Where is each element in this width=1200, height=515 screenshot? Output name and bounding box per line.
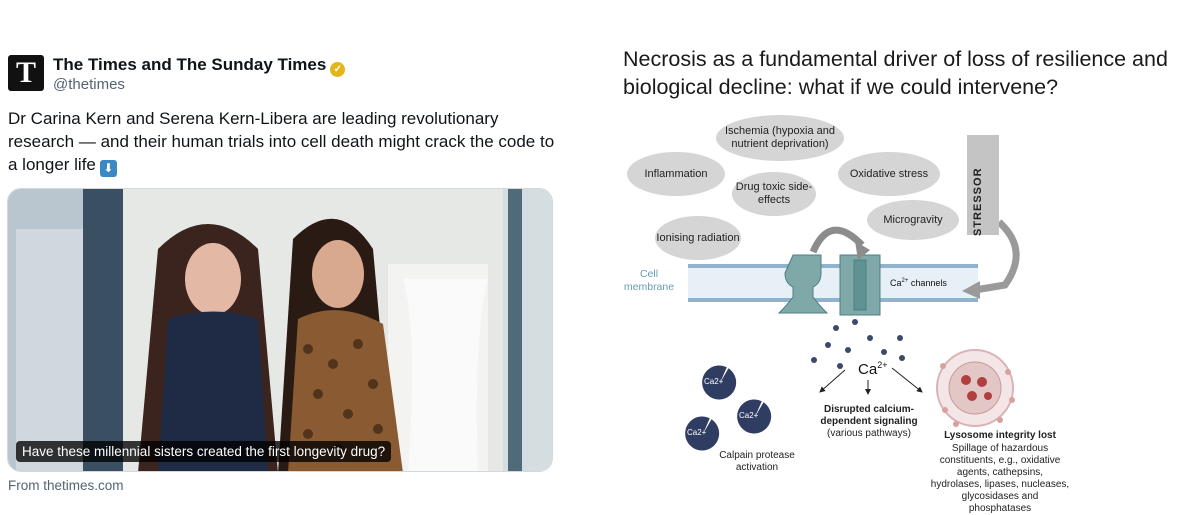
sisters-photo	[8, 189, 552, 471]
entry-arrow-icon	[809, 226, 865, 254]
lysosome-icon	[936, 349, 1015, 427]
calcium-ions	[811, 319, 905, 369]
calcium-center-label: Ca2+	[858, 360, 887, 378]
stressor-arrow-icon	[974, 219, 1020, 294]
ca-channels-text: Ca	[890, 278, 902, 288]
calpain-ion-label-1: Ca2+	[704, 377, 724, 386]
tweet-body: Dr Carina Kern and Serena Kern-Libera ar…	[8, 109, 555, 174]
slide-panel: Necrosis as a fundamental driver of loss…	[600, 0, 1200, 514]
verified-badge-icon: ✓	[330, 62, 346, 77]
account-name[interactable]: The Times and The Sunday Times✓	[53, 55, 346, 77]
cell-membrane-label: Cell membrane	[623, 268, 675, 293]
stressor-oxidative-stress: Oxidative stress	[838, 152, 940, 196]
lysosome-title: Lysosome integrity lost	[944, 430, 1056, 441]
card-caption: Have these millennial sisters created th…	[16, 441, 392, 462]
ca-center-text: Ca	[858, 361, 878, 378]
calpain-ion-label-3: Ca2+	[687, 428, 707, 437]
calpain-icons	[685, 365, 772, 451]
disrupted-signaling-title: Disrupted calcium-dependent signaling	[820, 404, 918, 427]
source-link[interactable]: From thetimes.com	[8, 478, 124, 493]
stressor-ischemia: Ischemia (hypoxia and nutrient deprivati…	[716, 115, 844, 161]
account-avatar[interactable]: T	[8, 55, 44, 91]
stressor-microgravity: Microgravity	[867, 200, 959, 240]
disrupted-signaling-sub: (various pathways)	[827, 428, 911, 439]
down-arrow-emoji-icon: ⬇	[99, 160, 117, 177]
calcium-channel-shapes	[777, 254, 881, 316]
account-name-text: The Times and The Sunday Times	[53, 55, 327, 74]
lysosome-sub: Spillage of hazardous constituents, e.g.…	[930, 443, 1070, 514]
stressor-ionising-radiation: Ionising radiation	[655, 216, 741, 260]
cell-membrane-band	[688, 264, 978, 302]
stressor-inflammation: Inflammation	[627, 152, 725, 196]
ca-center-sup: 2+	[877, 360, 888, 370]
link-card-image[interactable]	[7, 188, 553, 472]
account-handle[interactable]: @thetimes	[53, 76, 125, 93]
ca-channels-tail: channels	[908, 278, 947, 288]
calpain-label: Calpain protease activation	[719, 450, 795, 473]
tweet-text: Dr Carina Kern and Serena Kern-Libera ar…	[8, 107, 568, 177]
calcium-channels-label: Ca2+ channels	[890, 278, 947, 288]
calpain-ion-label-2: Ca2+	[739, 411, 759, 420]
slide-title: Necrosis as a fundamental driver of loss…	[623, 47, 1168, 99]
necrosis-diagram	[685, 219, 1020, 451]
stressor-label: STRESSOR	[972, 167, 984, 236]
stressor-drug-toxicity: Drug toxic side-effects	[732, 172, 816, 216]
stressor-bar	[967, 135, 999, 235]
ca-channels-sup: 2+	[901, 278, 909, 284]
tweet-panel: T The Times and The Sunday Times✓ @theti…	[0, 0, 600, 506]
